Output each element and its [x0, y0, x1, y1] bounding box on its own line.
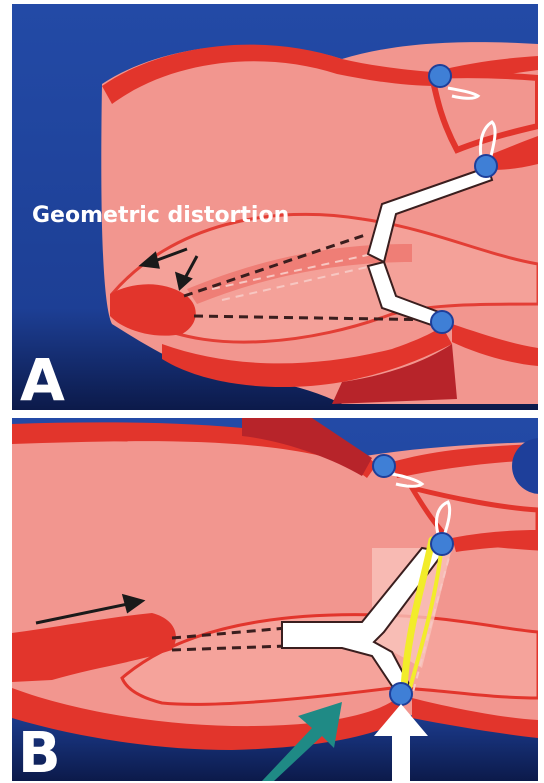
panel-letter: B [18, 721, 61, 781]
panel-a: Geometric distortion A [12, 4, 538, 410]
fixation-point-icon [475, 155, 497, 177]
panel-letter: A [20, 346, 65, 410]
fixation-point-icon [429, 65, 451, 87]
panel-a-illustration: Geometric distortion A [12, 4, 538, 410]
panel-b-illustration: B [12, 418, 538, 781]
panel-b: B [12, 418, 538, 781]
fixation-point-icon [390, 683, 412, 705]
fixation-point-icon [431, 533, 453, 555]
annotation-text: Geometric distortion [32, 203, 289, 228]
fixation-point-icon [373, 455, 395, 477]
fixation-point-icon [431, 311, 453, 333]
